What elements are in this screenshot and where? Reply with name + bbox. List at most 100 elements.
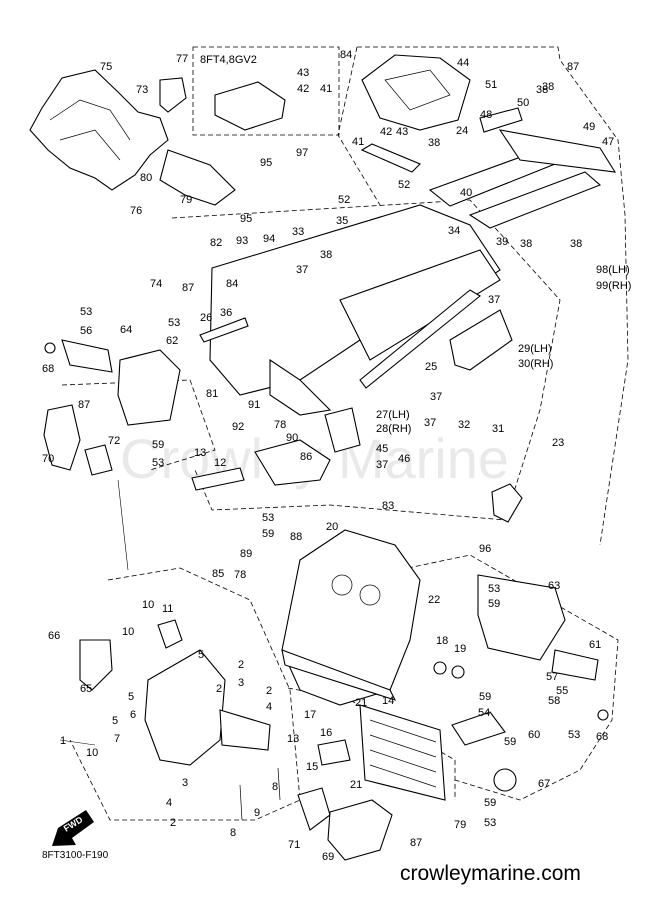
callout-57-l57: 57	[546, 671, 558, 683]
callout-81-l81: 81	[206, 388, 218, 400]
callout-61-l61: 61	[589, 639, 601, 651]
callout-39-l39: 39	[496, 236, 508, 248]
callout-72-l72: 72	[108, 435, 120, 447]
callout-59-l59e: 59	[504, 736, 516, 748]
bumper-63	[477, 574, 566, 661]
callout-53-l53b: 53	[168, 317, 180, 329]
step-64	[117, 349, 181, 426]
callout-37-l37e: 37	[376, 459, 388, 471]
callout-84-l84a: 84	[340, 49, 352, 61]
guard-70	[43, 404, 81, 471]
leader-1	[117, 479, 129, 571]
rear-frame-24	[361, 54, 471, 131]
callout-74-l74: 74	[150, 278, 162, 290]
outline-rear-left	[337, 46, 381, 206]
callout-8-l8a: 8	[272, 781, 278, 793]
frame-hole-1	[331, 574, 353, 596]
bracket-77	[159, 77, 187, 113]
callout-97-l97: 97	[296, 147, 308, 159]
callout-2-l2b: 2	[216, 683, 222, 695]
fwd-arrow: FWD	[52, 810, 94, 846]
callout-33-l33: 33	[292, 226, 304, 238]
website-label: crowleymarine.com	[400, 862, 581, 885]
callout-86-l86: 86	[300, 451, 312, 463]
callout-38-l38c: 38	[428, 137, 440, 149]
callout-59-l59c: 59	[488, 598, 500, 610]
callout-37-l37b: 37	[488, 294, 500, 306]
callout-5-l5c: 5	[112, 715, 118, 727]
callout-78-l78a: 78	[274, 419, 286, 431]
callout-82-l82: 82	[210, 237, 222, 249]
callout-20-l20: 20	[326, 521, 338, 533]
callout-13-l13a: 13	[194, 447, 206, 459]
callout-59-l59d: 59	[479, 691, 491, 703]
callout-95-l95a: 95	[260, 157, 272, 169]
heat-exchanger-fins	[369, 719, 437, 788]
callout-4-l4a: 4	[266, 701, 272, 713]
callout-43-l43a: 43	[297, 67, 309, 79]
callout-92-l92: 92	[232, 421, 244, 433]
callout-9-l9: 9	[254, 807, 260, 819]
callout-37-l37d: 37	[424, 417, 436, 429]
callout-54-l54: 54	[478, 707, 490, 719]
rod-26	[199, 317, 249, 343]
callout-58-l58: 58	[548, 695, 560, 707]
callout-63-l63: 63	[548, 580, 560, 592]
callout-78-l78b: 78	[234, 569, 246, 581]
callout-8-l8b: 8	[230, 827, 236, 839]
callout-53-l53c: 53	[152, 457, 164, 469]
inset-title: 8FT4,8GV2	[200, 54, 257, 66]
part-96	[491, 483, 523, 523]
outline-rear	[357, 46, 629, 546]
callout-93-l93: 93	[236, 235, 248, 247]
callout-7-l7: 7	[114, 733, 120, 745]
callout-79-l79b: 79	[454, 819, 466, 831]
callout-17-l17: 17	[304, 709, 316, 721]
callout-64-l64: 64	[120, 324, 132, 336]
callout-18-l18: 18	[436, 635, 448, 647]
leader-2	[59, 739, 96, 746]
callout-91-l91: 91	[248, 399, 260, 411]
callout-66-l66: 66	[48, 630, 60, 642]
callout-49-l49: 49	[583, 121, 595, 133]
callout-73-l73: 73	[136, 84, 148, 96]
callout-3-l3b: 3	[182, 777, 188, 789]
callout-46-l46: 46	[398, 453, 410, 465]
callout-10-l10b: 10	[122, 626, 134, 638]
callout-22-l22: 22	[428, 594, 440, 606]
callout-59-l59a: 59	[152, 439, 164, 451]
part-55	[551, 649, 599, 681]
callout-71-l71: 71	[288, 839, 300, 851]
callout-2-l2c: 2	[266, 685, 272, 697]
bar-41	[360, 143, 421, 173]
callout-53-l53d: 53	[262, 512, 274, 524]
callout-87-l87c: 87	[78, 399, 90, 411]
callout-52-l52b: 52	[398, 179, 410, 191]
callout-56-l56: 56	[80, 325, 92, 337]
diagram-code: 8FT3100-F190	[42, 850, 109, 861]
bracket-27	[324, 407, 361, 453]
tunnel-side	[269, 358, 332, 416]
ring-18	[433, 661, 447, 675]
callout-37-l37a: 37	[296, 264, 308, 276]
part-57	[451, 711, 506, 746]
callout-24-l24: 24	[456, 125, 468, 137]
part-67	[493, 768, 517, 792]
part-69	[327, 799, 393, 861]
fwd-arrow-shape	[52, 810, 94, 846]
callout-4-l4b: 4	[166, 797, 172, 809]
left-frame-5	[144, 649, 226, 766]
callout-25-l25: 25	[425, 361, 437, 373]
callout-95-l95b: 95	[240, 213, 252, 225]
callout-69-l69: 69	[322, 851, 334, 863]
bar-48	[479, 107, 523, 133]
callout-53-l53f: 53	[568, 729, 580, 741]
plate-56	[61, 339, 113, 373]
callout-3-l3a: 3	[238, 677, 244, 689]
callout-21-l21b: 21	[350, 779, 362, 791]
callout-30-rh--l30: 30(RH)	[518, 358, 553, 370]
callout-87-l87b: 87	[182, 282, 194, 294]
callout-19-l19: 19	[454, 643, 466, 655]
